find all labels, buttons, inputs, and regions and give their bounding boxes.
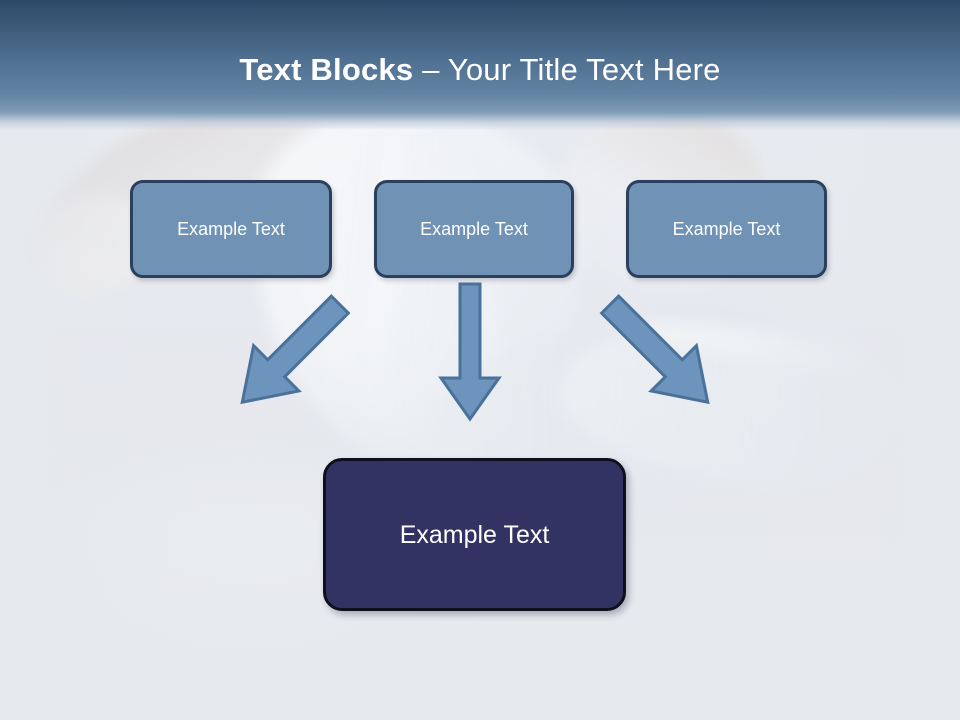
text-block-3[interactable]: Example Text xyxy=(626,180,827,278)
text-block-1-label: Example Text xyxy=(177,219,285,239)
arrow-down-right-icon xyxy=(240,294,351,405)
text-block-3-label: Example Text xyxy=(672,219,781,239)
arrow-down-icon xyxy=(438,282,502,422)
page-title-regular: – Your Title Text Here xyxy=(413,52,721,87)
header-band xyxy=(0,0,960,130)
text-block-2[interactable]: Example Text xyxy=(374,180,574,278)
arrow-down-left-icon xyxy=(599,294,710,405)
page-title: Text Blocks – Your Title Text Here xyxy=(0,50,960,90)
result-block[interactable]: Example Text xyxy=(323,458,626,611)
page-title-bold: Text Blocks xyxy=(239,52,414,87)
text-block-1[interactable]: Example Text xyxy=(130,180,332,278)
result-block-label: Example Text xyxy=(399,520,550,549)
text-block-2-label: Example Text xyxy=(420,219,528,239)
